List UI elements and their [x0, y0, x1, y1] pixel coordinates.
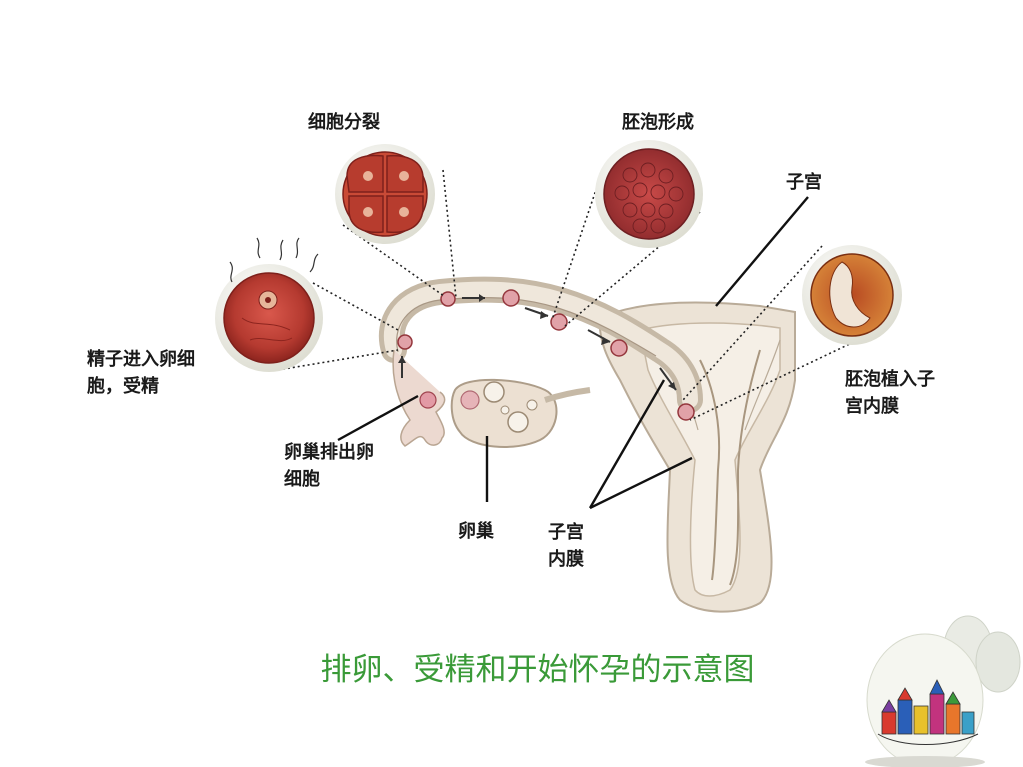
uterus-body: [598, 301, 796, 613]
solid-leaders: [337, 196, 809, 510]
label-blastocyst-formation: 胚泡形成: [621, 111, 694, 133]
fertilized-egg-magnified: [215, 237, 323, 372]
label-cell-division: 细胞分裂: [308, 111, 380, 133]
tube-cells: [397, 289, 695, 421]
blastocyst-magnified: [595, 140, 703, 248]
label-implantation-line2: 宫内膜: [845, 395, 899, 417]
label-ovulation-line1: 卵巢排出卵: [284, 441, 374, 463]
label-fertilization-line1: 精子进入卵细: [87, 348, 195, 370]
label-uterus: 子宫: [786, 171, 822, 193]
fallopian-tube: [378, 276, 703, 447]
decorative-eggs-illustration: [865, 615, 1021, 767]
label-fertilization-line2: 胞，受精: [87, 375, 159, 397]
label-endometrium-line2: 内膜: [548, 548, 584, 570]
diagram-title: 排卵、受精和开始怀孕的示意图: [320, 652, 755, 688]
labels: 细胞分裂 胚泡形成 子宫 精子进入卵细 胞，受精 胚泡植入子 宫内膜 卵巢排出卵…: [87, 111, 935, 570]
cell-division-magnified: [335, 144, 435, 244]
label-endometrium-line1: 子宫: [548, 521, 584, 543]
label-ovary: 卵巢: [458, 520, 494, 542]
label-implantation-line1: 胚泡植入子: [844, 368, 935, 390]
label-ovulation-line2: 细胞: [284, 468, 320, 490]
ovary: [419, 378, 591, 448]
implantation-magnified: [802, 245, 902, 345]
